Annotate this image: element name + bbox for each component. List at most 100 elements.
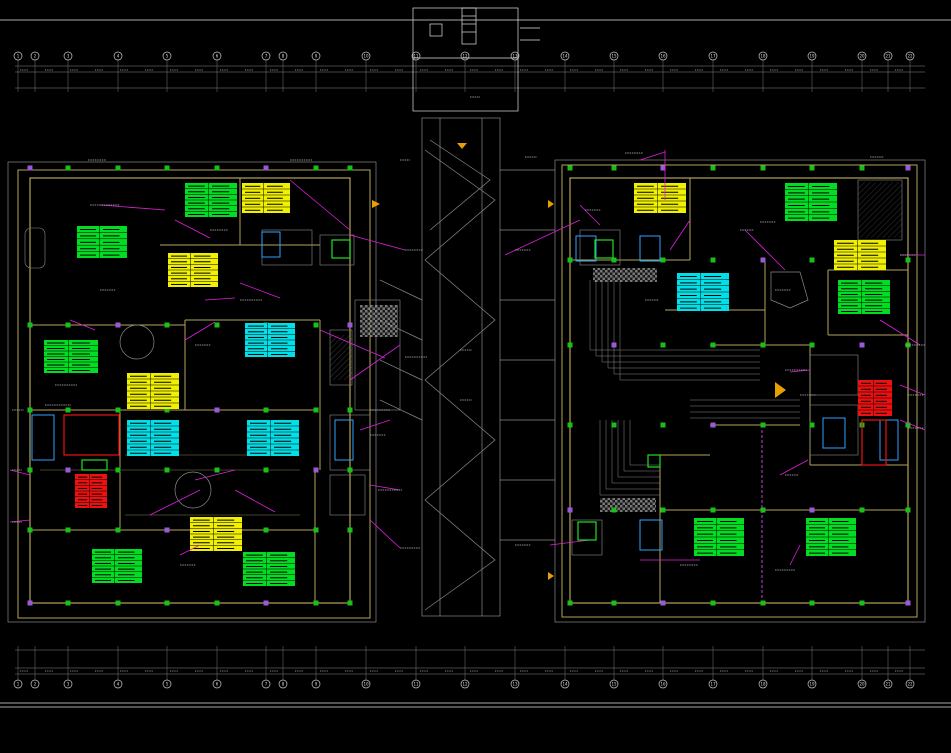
grid-label: 6 (216, 53, 219, 58)
grid-label: 8 (282, 681, 285, 686)
column-marker (710, 600, 716, 606)
column-marker (27, 527, 33, 533)
column-marker (567, 600, 573, 606)
column-marker (760, 422, 766, 428)
grid-label: 18 (760, 53, 766, 58)
column-marker (115, 600, 121, 606)
column-marker (710, 342, 716, 348)
grid-label: 2 (34, 53, 37, 58)
column-marker (27, 165, 33, 171)
column-marker (710, 165, 716, 171)
grid-label: 9 (315, 681, 318, 686)
drawing-frame (0, 19, 951, 708)
column-marker (905, 422, 911, 428)
grid-bubble (883, 51, 893, 61)
grid-label: 20 (859, 681, 865, 686)
column-marker (65, 322, 71, 328)
column-marker (65, 165, 71, 171)
column-marker (164, 467, 170, 473)
column-marker (905, 165, 911, 171)
left-building (7, 161, 401, 623)
grid-bubble (510, 679, 520, 689)
grid-label: 20 (859, 53, 865, 58)
grid-bubble (857, 51, 867, 61)
grid-bubble (758, 679, 768, 689)
column-marker (164, 407, 170, 413)
grid-bubble (905, 51, 915, 61)
grid-bubble (411, 679, 421, 689)
equipment-symbols (31, 231, 899, 551)
grid-bubble (361, 51, 371, 61)
grid-label: 18 (760, 681, 766, 686)
equipment-tags (44, 183, 892, 586)
equipment-table (77, 226, 127, 258)
column-marker (65, 600, 71, 606)
column-marker (347, 467, 353, 473)
column-marker (611, 600, 617, 606)
grid-label: 2 (34, 681, 37, 686)
column-marker (65, 527, 71, 533)
top-entrance-block (412, 7, 540, 112)
column-marker (263, 165, 269, 171)
column-marker (27, 407, 33, 413)
column-marker (347, 165, 353, 171)
column-marker (214, 165, 220, 171)
column-marker (859, 507, 865, 513)
grid-label: 9 (315, 53, 318, 58)
column-marker (710, 422, 716, 428)
column-marker (115, 165, 121, 171)
column-marker (660, 257, 666, 263)
column-marker (27, 600, 33, 606)
column-marker (660, 165, 666, 171)
grid-bubble (113, 679, 123, 689)
grid-bubble (658, 679, 668, 689)
column-marker (65, 467, 71, 473)
grid-label: 3 (67, 53, 70, 58)
annotation-strokes (12, 69, 925, 672)
grid-label: 11 (413, 681, 419, 686)
grid-bubble (460, 51, 470, 61)
equipment-table (44, 340, 98, 373)
grid-label: 4 (117, 53, 120, 58)
equipment-table (838, 280, 890, 314)
grid-label: 7 (265, 681, 268, 686)
grid-label: 1 (17, 53, 20, 58)
column-marker (115, 407, 121, 413)
column-marker (809, 422, 815, 428)
equipment-table (75, 474, 107, 508)
column-marker (611, 165, 617, 171)
column-marker (611, 257, 617, 263)
grid-label: 10 (363, 681, 369, 686)
column-marker (859, 165, 865, 171)
grid-bubble (857, 679, 867, 689)
grid-bubble (30, 51, 40, 61)
column-marker (164, 600, 170, 606)
grid-label: 13 (512, 681, 518, 686)
column-marker (313, 467, 319, 473)
column-marker (164, 322, 170, 328)
right-building (554, 159, 926, 623)
equipment-table (243, 552, 295, 586)
column-marker (760, 600, 766, 606)
column-marker (567, 342, 573, 348)
column-marker (347, 600, 353, 606)
column-marker (567, 507, 573, 513)
grid-bubble (708, 51, 718, 61)
grid-label: 8 (282, 53, 285, 58)
grid-label: 12 (462, 681, 468, 686)
column-marker (809, 342, 815, 348)
grid-bubble (13, 51, 23, 61)
grid-label: 5 (166, 681, 169, 686)
grid-label: 22 (907, 681, 913, 686)
grid-bubble (162, 679, 172, 689)
grid-bubble (278, 679, 288, 689)
equipment-table (127, 373, 179, 409)
column-marker (760, 257, 766, 263)
grid-bubble (63, 51, 73, 61)
grid-label: 14 (562, 53, 568, 58)
column-marker (660, 507, 666, 513)
equipment-table (785, 183, 837, 221)
grid-label: 22 (907, 53, 913, 58)
grid-bubble (905, 679, 915, 689)
